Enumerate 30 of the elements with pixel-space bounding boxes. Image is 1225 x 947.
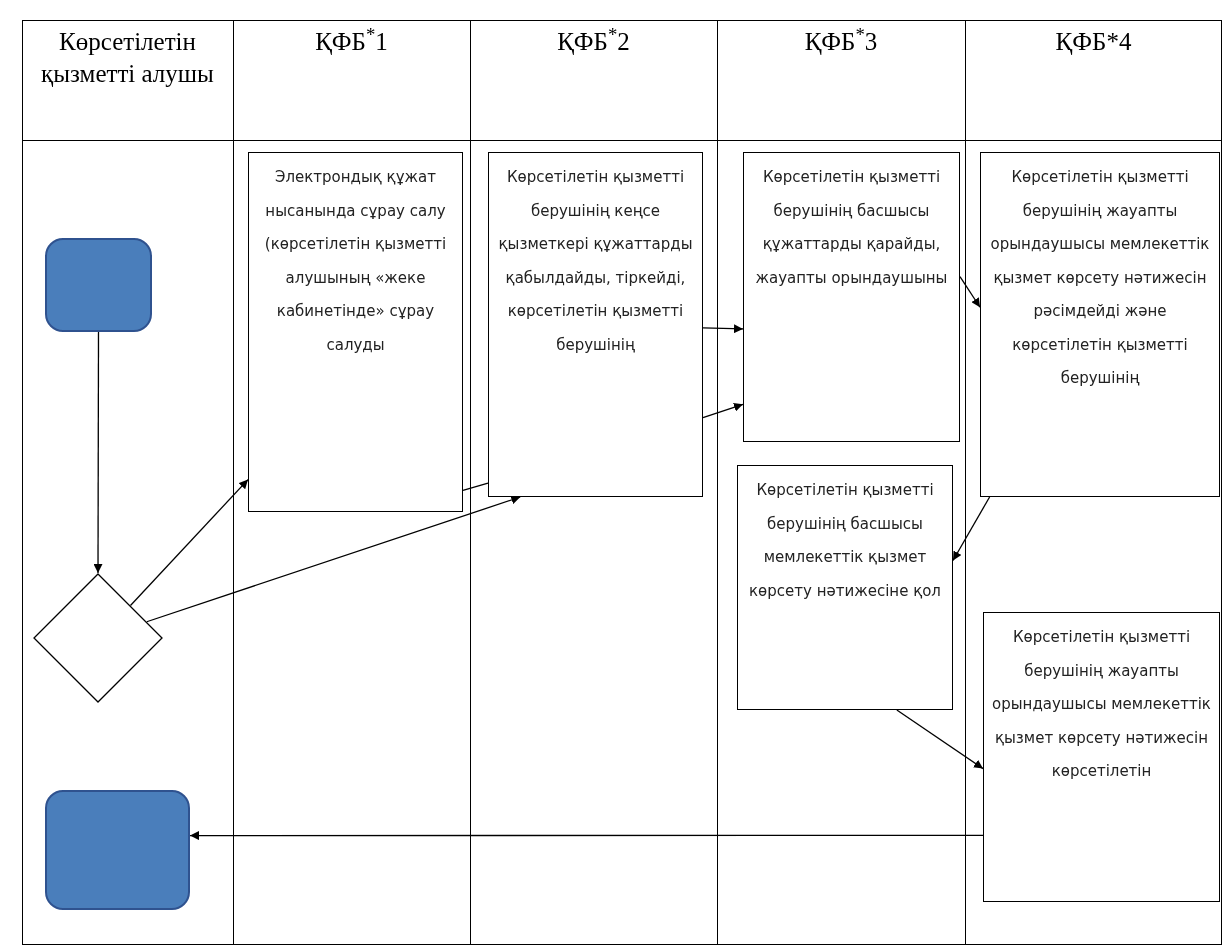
arrow <box>896 709 984 770</box>
lane-header: ҚФБ*4 <box>1054 27 1133 57</box>
process-text: Көрсетілетін қызметті берушінің басшысы мемлекеттік қызмет көрсету нәтижесіне қол <box>748 480 942 602</box>
lane-header: Көрсетілетін қызметті алушы <box>40 27 215 89</box>
arrow <box>702 402 744 419</box>
arrow <box>146 495 521 623</box>
process-box <box>980 152 1220 497</box>
lane-header: ҚФБ$^{*}$1 <box>314 26 389 57</box>
arrow <box>129 478 249 607</box>
process-box <box>743 152 960 442</box>
lane-header: ҚФБ$^{*}$2 <box>556 26 631 57</box>
process-text: Көрсетілетін қызметті берушінің кеңсе қызметкері құжаттарды қабылдайды, тіркейді, көрсетілетін қызметті берушінің <box>497 167 694 356</box>
terminal-box <box>45 238 152 332</box>
arrow <box>702 324 744 334</box>
process-box <box>737 465 953 710</box>
process-text: Көрсетілетін қызметті берушінің басшысы құжаттарды қарайды, жауапты орындаушыны <box>754 167 949 289</box>
arrow <box>189 831 984 841</box>
connector-line <box>462 482 489 492</box>
arrow <box>959 276 981 308</box>
process-text: Электрондық құжат нысанында сұрау салу (көрсетілетін қызметті алушының «жеке кабинетінде» сұрау салуды <box>263 167 448 356</box>
arrow <box>952 496 991 562</box>
arrow <box>93 331 103 574</box>
decision-diamond <box>33 573 163 703</box>
process-box <box>248 152 463 512</box>
terminal-box <box>45 790 190 910</box>
process-box <box>488 152 703 497</box>
process-text: Көрсетілетін қызметті берушінің жауапты орындаушысы мемлекеттік қызмет көрсету нәтижесін көрсетілетін <box>992 627 1211 782</box>
process-text: Көрсетілетін қызметті берушінің жауапты орындаушысы мемлекеттік қызмет көрсету нәтижесін рәсімдейді және көрсетілетін қызметті берушінің <box>989 167 1211 389</box>
process-box <box>983 612 1220 902</box>
lane-header: ҚФБ$^{*}$3 <box>803 26 879 57</box>
